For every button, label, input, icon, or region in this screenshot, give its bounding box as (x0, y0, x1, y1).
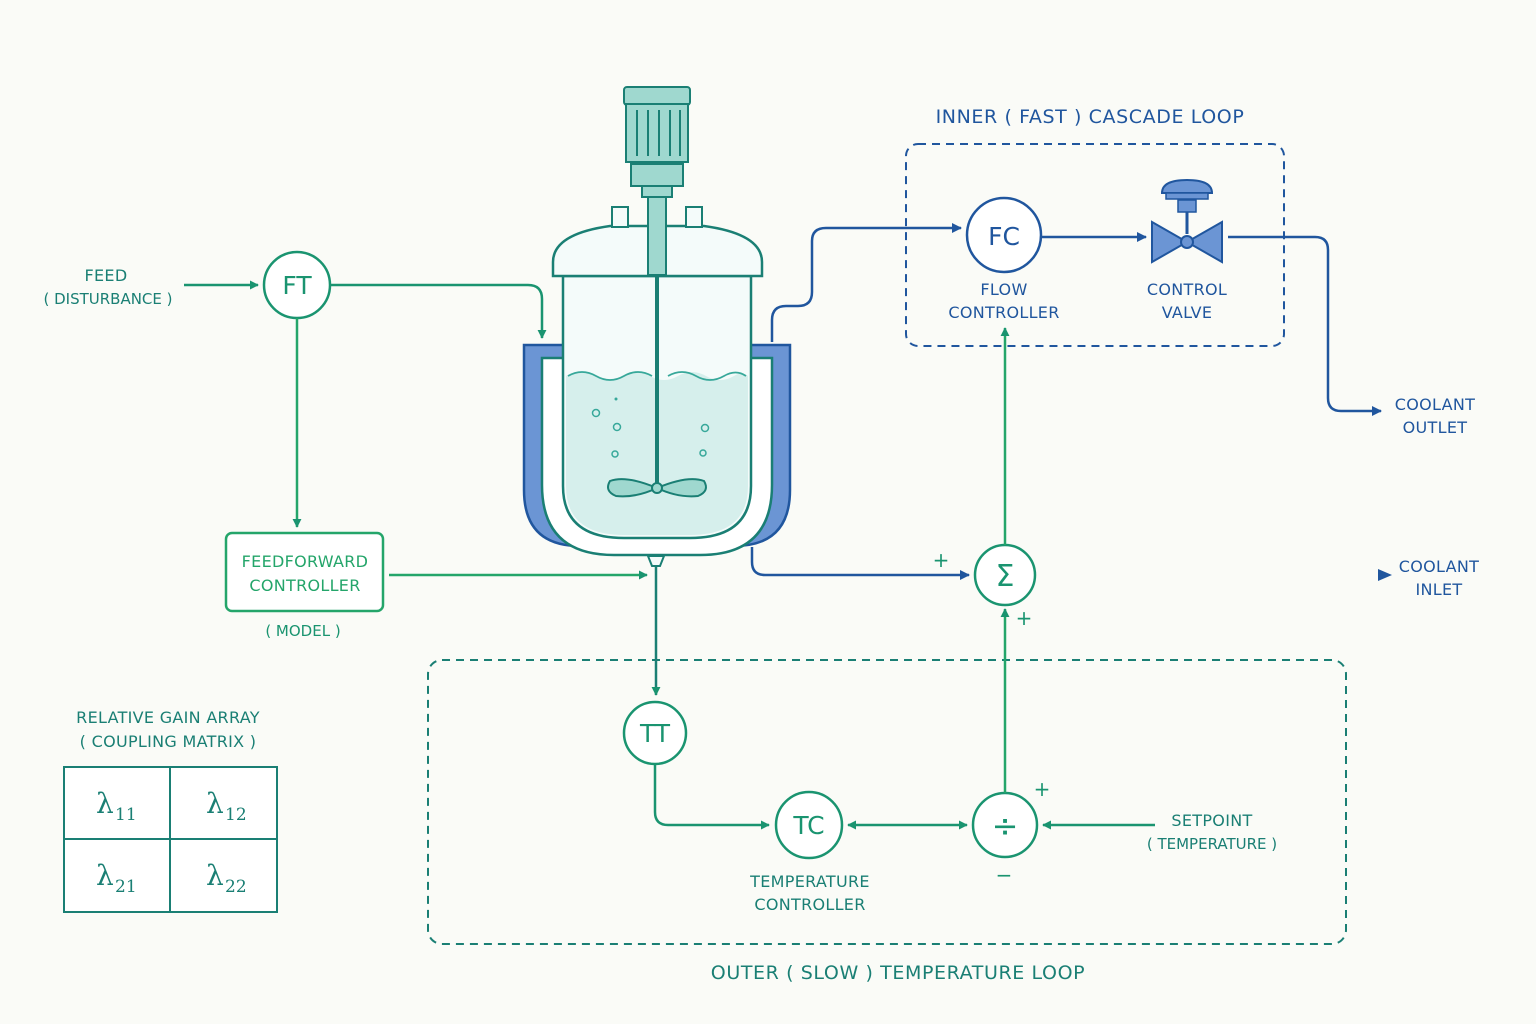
coolant-outlet-line2: OUTLET (1403, 418, 1468, 437)
feedforward-line1: FEEDFORWARD (242, 552, 369, 571)
coolant-inlet-arrowhead (1378, 569, 1392, 581)
motor-icon (623, 86, 691, 198)
svg-text:λ: λ (206, 787, 224, 820)
fc-instrument[interactable]: FC (965, 196, 1043, 274)
svg-text:12: 12 (225, 805, 247, 825)
tt-tag: TT (639, 719, 671, 748)
rga-cell-12: λ 12 (206, 787, 247, 825)
feedforward-model-note: ( MODEL ) (265, 622, 340, 640)
feed-disturbance-label: ( DISTURBANCE ) (43, 290, 172, 308)
comparator-plus-sign: + (1034, 777, 1051, 801)
valve-label-line2: VALVE (1162, 303, 1213, 322)
rga-cell-11: λ 11 (96, 787, 137, 825)
summing-junction[interactable]: Σ (973, 543, 1037, 607)
valve-to-outlet-line (1228, 235, 1382, 416)
svg-text:21: 21 (115, 877, 137, 897)
fc-label-line1: FLOW (980, 280, 1027, 299)
comparator-symbol: ÷ (992, 807, 1019, 845)
rga-matrix: λ 11 λ 12 λ 21 λ 22 (63, 766, 278, 913)
rga-cell-22: λ 22 (206, 859, 247, 897)
tc-label-line2: CONTROLLER (754, 895, 865, 914)
fc-tag: FC (988, 222, 1020, 251)
coolant-outlet-line1: COOLANT (1395, 395, 1475, 414)
sum-plus-left: + (933, 548, 950, 572)
jacket-to-fc-line (770, 223, 962, 342)
feedforward-line2: CONTROLLER (249, 576, 360, 595)
setpoint-label: SETPOINT (1171, 811, 1252, 830)
svg-text:λ: λ (96, 859, 114, 892)
sum-symbol: Σ (996, 559, 1015, 594)
inner-loop-boundary (905, 143, 1285, 347)
fc-label-line2: CONTROLLER (948, 303, 1059, 322)
coolant-inlet-line2: INLET (1416, 580, 1463, 599)
rga-title: RELATIVE GAIN ARRAY (76, 708, 260, 727)
tt-instrument[interactable]: TT (622, 700, 688, 766)
ft-to-reactor-line (330, 283, 547, 339)
feed-label: FEED (85, 266, 128, 285)
jacket-to-sum-line (750, 547, 970, 580)
tc-tag: TC (792, 811, 824, 840)
ft-instrument[interactable]: FT (262, 250, 332, 320)
tt-to-tc-line (653, 764, 770, 830)
svg-text:λ: λ (206, 859, 224, 892)
inner-loop-title: INNER ( FAST ) CASCADE LOOP (936, 106, 1245, 128)
rga-subtitle: ( COUPLING MATRIX ) (80, 732, 257, 751)
comparator-minus-sign: − (996, 863, 1013, 887)
coolant-inlet-line1: COOLANT (1399, 557, 1479, 576)
valve-label-line1: CONTROL (1147, 280, 1227, 299)
tc-instrument[interactable]: TC (774, 790, 844, 860)
outer-loop-boundary (427, 659, 1347, 945)
sum-plus-bottom: + (1016, 606, 1033, 630)
rga-cell-21: λ 21 (96, 859, 137, 897)
ft-tag: FT (282, 271, 312, 300)
setpoint-sub-label: ( TEMPERATURE ) (1147, 835, 1277, 853)
agitator-icon (607, 194, 707, 498)
tc-label-line1: TEMPERATURE (749, 872, 870, 891)
comparator-junction[interactable]: ÷ (971, 791, 1039, 859)
feedforward-controller[interactable]: FEEDFORWARD CONTROLLER (224, 531, 385, 613)
outer-loop-title: OUTER ( SLOW ) TEMPERATURE LOOP (711, 962, 1085, 984)
svg-text:11: 11 (115, 805, 137, 825)
control-valve-icon[interactable] (1151, 178, 1223, 264)
svg-text:λ: λ (96, 787, 114, 820)
svg-text:22: 22 (225, 877, 247, 897)
